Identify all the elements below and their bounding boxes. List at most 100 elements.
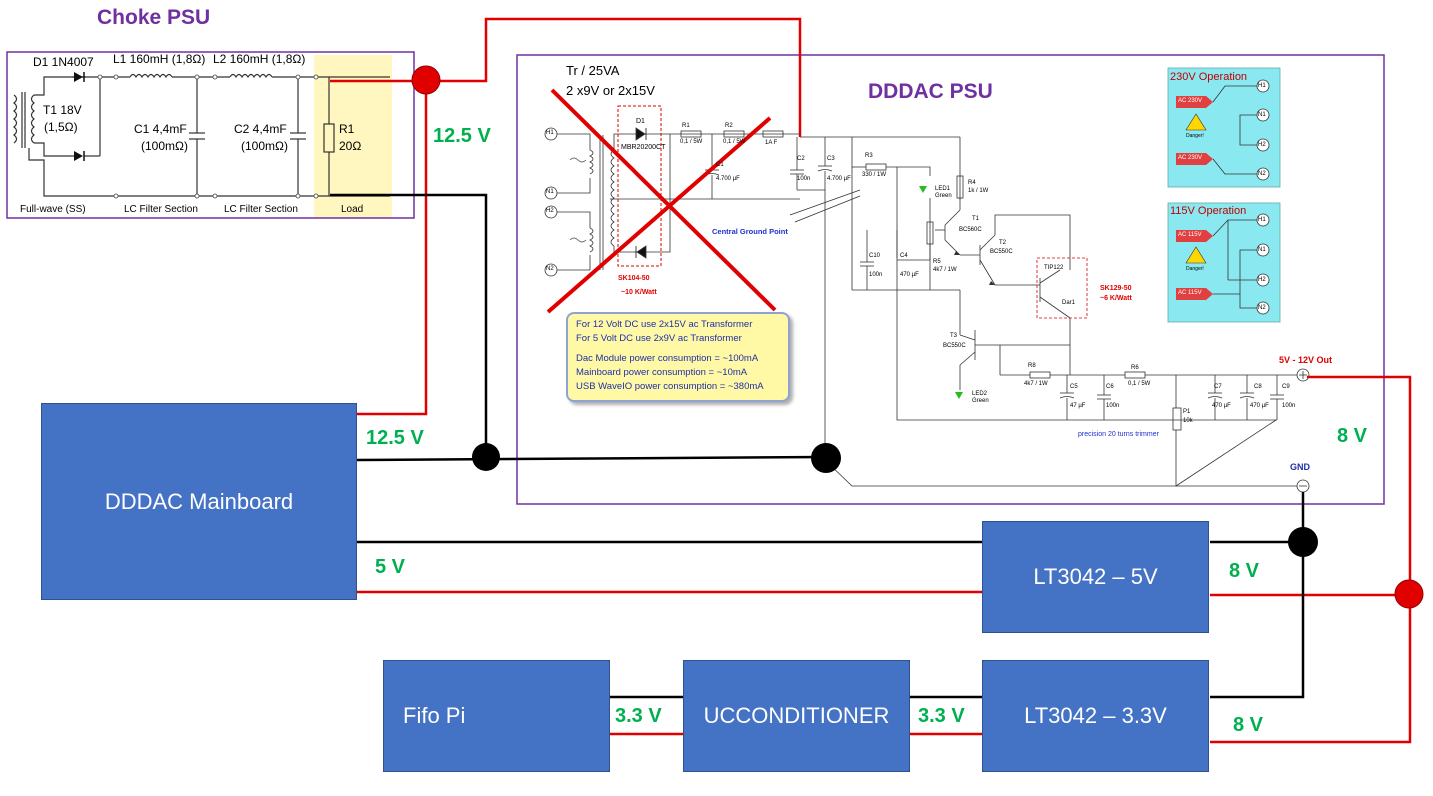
choke-psu-frame [6, 51, 415, 219]
voltage-uccond-lt33: 3.3 V [918, 705, 965, 727]
r2-value: 0,1 / 5W [723, 139, 746, 145]
primary-h1: H1 [546, 130, 554, 136]
op115-title: 115V Operation [1170, 205, 1247, 217]
voltage-fifo-uccond: 3.3 V [615, 705, 662, 727]
op115-h1: H1 [1258, 217, 1266, 223]
t3-part: BC550C [943, 343, 966, 349]
c10-label: C10 [869, 253, 881, 259]
primary-h2: H2 [546, 208, 554, 214]
r1-label: R1 [682, 123, 690, 129]
d1-label: D1 [636, 118, 645, 125]
heatsink1-label: SK104-50 [618, 275, 650, 282]
block-ucconditioner: UCCONDITIONER [683, 660, 910, 772]
section-lc2-label: LC Filter Section [224, 204, 298, 215]
tip-label: TIP122 [1044, 265, 1064, 271]
op115-n1: N1 [1258, 247, 1266, 253]
section-load-label: Load [341, 204, 364, 215]
cross-out-line-2 [546, 116, 772, 314]
c8-value: 470 µF [1250, 403, 1269, 409]
choke-c1-value: (100mΩ) [141, 139, 188, 153]
dddac-psu-title: DDDAC PSU [868, 80, 993, 103]
op115-h2: H2 [1258, 277, 1266, 283]
c9-label: C9 [1282, 384, 1290, 390]
voltage-mainboard-in: 12.5 V [366, 427, 424, 449]
led2-icon [955, 392, 963, 399]
op230-ac1: AC 230V [1178, 98, 1203, 104]
choke-c2-value: (100mΩ) [241, 139, 288, 153]
fuse-label: 1A F [765, 140, 778, 146]
note-line: Dac Module power consumption = ~100mA [576, 353, 759, 364]
op230-panel [1167, 67, 1281, 188]
dar1-label: Dar1 [1062, 300, 1076, 306]
op230-danger: Danger! [1186, 133, 1204, 139]
t1-label: T1 [972, 216, 980, 222]
section-fullwave-label: Full-wave (SS) [20, 204, 86, 215]
led2-color: Green [972, 398, 989, 404]
consumption-note: For 12 Volt DC use 2x15V ac Transformer … [566, 312, 790, 402]
central-ground-label: Central Ground Point [712, 227, 788, 236]
op230-h1: H1 [1258, 83, 1266, 89]
c3-label: C3 [827, 156, 835, 162]
transformer-rating: Tr / 25VA [566, 63, 620, 78]
op230-h2: H2 [1258, 142, 1266, 148]
choke-c1-label: C1 4,4mF [134, 122, 187, 136]
c6-label: C6 [1106, 384, 1114, 390]
t3-label: T3 [950, 333, 958, 339]
block-lt3042-5v: LT3042 – 5V [982, 521, 1209, 633]
gnd-label: GND [1290, 462, 1310, 472]
trimmer-label: precision 20 turns trimmer [1078, 431, 1159, 438]
r5-label: R5 [933, 259, 941, 265]
op115-danger: Danger! [1186, 266, 1204, 272]
wiring [330, 17, 1412, 744]
cross-out-line-1 [550, 88, 777, 312]
d1-part: MBR20200CT [621, 144, 666, 151]
primary-n2: N2 [546, 266, 554, 272]
r3-label: R3 [865, 153, 873, 159]
t1-part: BC560C [959, 227, 982, 233]
node-choke-out [411, 65, 441, 95]
op230-ac2: AC 230V [1178, 155, 1203, 161]
block-fifo-pi: Fifo Pi [383, 660, 610, 772]
choke-t1-label: T1 18V [43, 103, 82, 117]
r1-value: 0,1 / 5W [680, 139, 703, 145]
r2-label: R2 [725, 123, 733, 129]
c8-label: C8 [1254, 384, 1262, 390]
c1-value: 4.700 µF [716, 176, 740, 182]
lt33-label: LT3042 – 3.3V [1024, 703, 1167, 728]
choke-psu-title: Choke PSU [97, 6, 211, 29]
c2-value: 100n [797, 176, 811, 182]
op230-n1: N1 [1258, 112, 1266, 118]
node-gnd-lt [1288, 527, 1318, 557]
block-mainboard: DDDAC Mainboard [41, 403, 357, 600]
choke-c2-label: C2 4,4mF [234, 122, 287, 136]
c2-label: C2 [797, 156, 805, 162]
heatsink1-value: ~10 K/Watt [621, 289, 657, 296]
op115-ac2: AC 115V [1178, 290, 1202, 296]
note-line: Mainboard power consumption = ~10mA [576, 367, 748, 378]
choke-d1-label: D1 1N4007 [33, 55, 94, 69]
block-lt3042-3v3: LT3042 – 3.3V [982, 660, 1209, 772]
c5-value: 47 µF [1070, 403, 1086, 409]
voltage-lt33-in: 8 V [1233, 714, 1264, 736]
choke-t1-value: (1,5Ω) [44, 120, 78, 134]
c3-value: 4.700 µF [827, 176, 851, 182]
r3-value: 330 / 1W [862, 172, 887, 178]
r8-value: 4k7 / 1W [1024, 381, 1048, 387]
uccond-label: UCCONDITIONER [703, 703, 890, 728]
led2-label: LED2 [972, 391, 988, 397]
heatsink2-value: ~6 K/Watt [1100, 295, 1132, 302]
fifo-label: Fifo Pi [403, 703, 466, 728]
c4-label: C4 [900, 253, 908, 259]
lt5-label: LT3042 – 5V [1033, 564, 1158, 589]
t2-part: BC550C [990, 249, 1013, 255]
heatsink2-label: SK129-50 [1100, 285, 1132, 292]
c10-value: 100n [869, 272, 883, 278]
primary-n1: N1 [546, 189, 554, 195]
choke-l1-label: L1 160mH (1,8Ω) [113, 52, 206, 66]
op115-ac1: AC 115V [1178, 232, 1202, 238]
section-lc1-label: LC Filter Section [124, 204, 198, 215]
r5-value: 4k7 / 1W [933, 267, 957, 273]
c6-value: 100n [1106, 403, 1120, 409]
node-ground-mainboard [472, 443, 500, 471]
